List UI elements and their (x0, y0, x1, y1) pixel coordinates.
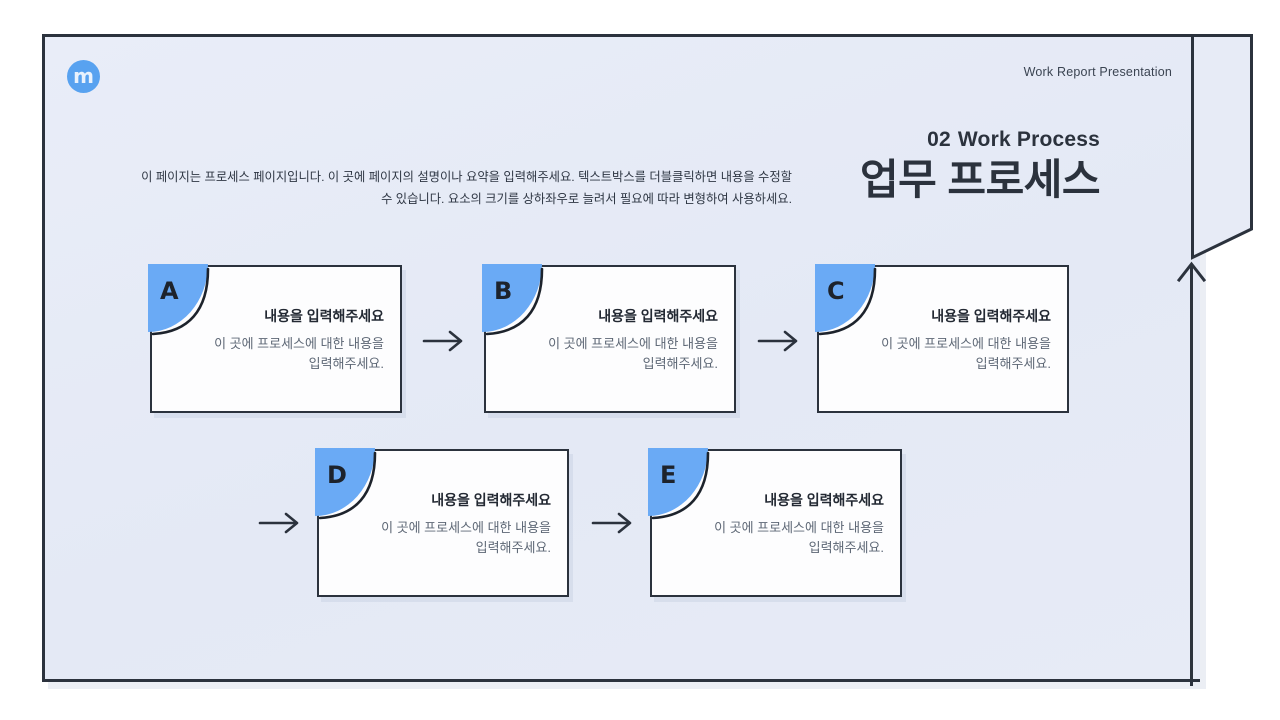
card-desc-d: 이 곳에 프로세스에 대한 내용을 입력해주세요. (381, 520, 551, 556)
badge-letter-d: D (327, 461, 347, 489)
frame-up-arrow (1172, 258, 1212, 686)
card-title-b: 내용을 입력해주세요 (598, 308, 718, 324)
badge-letter-a: A (160, 277, 179, 305)
process-card-e[interactable]: E 내용을 입력해주세요 이 곳에 프로세스에 대한 내용을 입력해주세요. (648, 448, 902, 597)
brand-logo: m (67, 60, 100, 93)
connector-arrow-b-c (757, 328, 801, 354)
badge-letter-e: E (660, 461, 677, 489)
card-desc-e: 이 곳에 프로세스에 대한 내용을 입력해주세요. (714, 520, 884, 556)
card-title-e: 내용을 입력해주세요 (764, 492, 884, 508)
process-card-b[interactable]: B 내용을 입력해주세요 이 곳에 프로세스에 대한 내용을 입력해주세요. (482, 264, 736, 413)
section-heading: 02 Work Process 업무 프로세스 (859, 128, 1101, 203)
connector-arrow-c-d (258, 510, 302, 536)
arrow-right-icon (591, 512, 632, 534)
arrow-up-icon (1176, 261, 1207, 686)
badge-letter-c: C (827, 277, 845, 305)
badge-b: B (482, 264, 542, 332)
connector-arrow-d-e (591, 510, 635, 536)
card-text-e: 내용을 입력해주세요 이 곳에 프로세스에 대한 내용을 입력해주세요. (714, 491, 884, 558)
ribbon-shape-icon (1191, 34, 1253, 260)
connector-arrow-a-b (422, 328, 466, 354)
badge-e: E (648, 448, 708, 516)
process-card-d[interactable]: D 내용을 입력해주세요 이 곳에 프로세스에 대한 내용을 입력해주세요. (315, 448, 569, 597)
card-title-a: 내용을 입력해주세요 (264, 308, 384, 324)
card-title-c: 내용을 입력해주세요 (931, 308, 1051, 324)
card-text-b: 내용을 입력해주세요 이 곳에 프로세스에 대한 내용을 입력해주세요. (548, 307, 718, 374)
badge-a: A (148, 264, 208, 332)
intro-paragraph: 이 페이지는 프로세스 페이지입니다. 이 곳에 페이지의 설명이나 요약을 입… (141, 170, 792, 206)
heading-number: 02 (927, 128, 951, 151)
process-card-c[interactable]: C 내용을 입력해주세요 이 곳에 프로세스에 대한 내용을 입력해주세요. (815, 264, 1069, 413)
ribbon-decoration (1191, 34, 1253, 260)
process-card-a[interactable]: A 내용을 입력해주세요 이 곳에 프로세스에 대한 내용을 입력해주세요. (148, 264, 402, 413)
badge-letter-b: B (494, 277, 513, 305)
logo-letter: m (73, 63, 94, 88)
arrow-right-icon (258, 512, 299, 534)
card-text-d: 내용을 입력해주세요 이 곳에 프로세스에 대한 내용을 입력해주세요. (381, 491, 551, 558)
badge-d: D (315, 448, 375, 516)
presentation-label: Work Report Presentation (1023, 65, 1172, 79)
card-text-a: 내용을 입력해주세요 이 곳에 프로세스에 대한 내용을 입력해주세요. (214, 307, 384, 374)
card-title-d: 내용을 입력해주세요 (431, 492, 551, 508)
card-desc-a: 이 곳에 프로세스에 대한 내용을 입력해주세요. (214, 336, 384, 372)
page-title: 업무 프로세스 (859, 156, 1101, 203)
arrow-right-icon (422, 330, 463, 352)
badge-c: C (815, 264, 875, 332)
card-text-c: 내용을 입력해주세요 이 곳에 프로세스에 대한 내용을 입력해주세요. (881, 307, 1051, 374)
card-desc-c: 이 곳에 프로세스에 대한 내용을 입력해주세요. (881, 336, 1051, 372)
heading-eyebrow-text: Work Process (957, 128, 1100, 151)
heading-eyebrow: 02 Work Process (860, 128, 1100, 152)
card-desc-b: 이 곳에 프로세스에 대한 내용을 입력해주세요. (548, 336, 718, 372)
arrow-right-icon (757, 330, 798, 352)
